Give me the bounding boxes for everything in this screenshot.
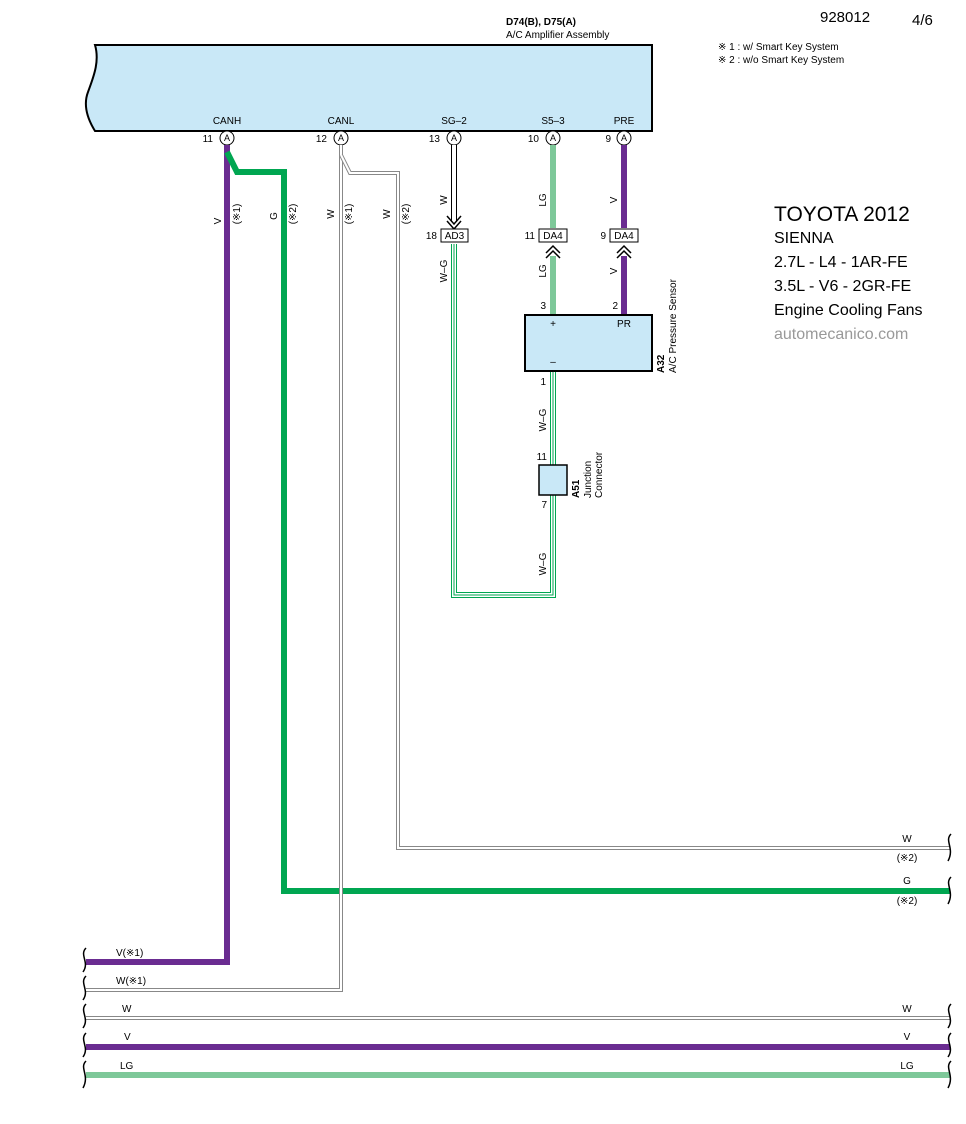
- right-label-g: G: [903, 876, 911, 887]
- label-pre-v-top: V: [609, 196, 620, 203]
- bus-label-v-left: V(※1): [116, 948, 143, 959]
- title-engine-2: 3.5L - V6 - 2GR-FE: [774, 278, 912, 295]
- junction-name-line1: Junction: [583, 461, 594, 498]
- pin-number-13: 13: [429, 134, 441, 145]
- sensor-pin-2: 2: [612, 301, 618, 312]
- sensor-label-plus: +: [550, 319, 556, 330]
- label-sg2-w: W: [439, 195, 450, 205]
- label-canl-w2-note: (※2): [401, 204, 412, 225]
- connector-letter-s53: A: [550, 133, 556, 143]
- label-pre-v-bottom: V: [609, 267, 620, 274]
- terminal-label-s53: S5–3: [541, 116, 565, 127]
- label-canh-g: G: [269, 212, 280, 220]
- footnotes: ※ 1 : w/ Smart Key System ※ 2 : w/o Smar…: [718, 41, 844, 67]
- connector-da4-lg-arrow: [545, 244, 561, 259]
- sensor-label-pr: PR: [617, 319, 631, 330]
- wire-canh-v: [86, 145, 230, 965]
- right-label-w-note: (※2): [897, 853, 918, 864]
- junction-pin-7: 7: [541, 500, 547, 511]
- connector-da4-v-box: [609, 228, 639, 243]
- label-sensor-wg-bottom: W–G: [538, 552, 549, 575]
- bus-label-w-left: W: [122, 1004, 132, 1015]
- pin-number-9: 9: [605, 134, 611, 145]
- junction-name-line2: Connector: [594, 451, 605, 498]
- connector-da4-lg-box: [538, 228, 568, 243]
- sensor-pin-1: 1: [540, 377, 546, 388]
- label-canl-w1-note: (※1): [344, 204, 355, 225]
- bus-label-w-right: W: [902, 1004, 912, 1015]
- junction-connector-box: [538, 464, 568, 496]
- label-canh-v-note: (※1): [232, 204, 243, 225]
- right-label-w: W: [902, 834, 912, 845]
- sensor-id: A32: [656, 354, 667, 373]
- label-s53-lg-bottom: LG: [538, 264, 549, 278]
- title-system: Engine Cooling Fans: [774, 302, 923, 319]
- connector-letter-pre: A: [621, 133, 627, 143]
- terminal-label-sg2: SG–2: [441, 116, 467, 127]
- label-canl-w1: W: [326, 209, 337, 219]
- pin-number-12: 12: [316, 134, 328, 145]
- label-canl-w2: W: [382, 209, 393, 219]
- right-break-marks: [947, 833, 952, 1089]
- label-canh-g-note: (※2): [288, 204, 299, 225]
- junction-id: A51: [571, 479, 582, 498]
- amplifier-box: [84, 44, 653, 132]
- connector-ad3-name: AD3: [445, 231, 465, 242]
- terminal-label-canl: CANL: [328, 116, 355, 127]
- terminal-label-pre: PRE: [614, 116, 635, 127]
- bus-label-w-left-note: W(※1): [116, 976, 146, 987]
- connector-letter-canh: A: [224, 133, 230, 143]
- title-engine-1: 2.7L - L4 - 1AR-FE: [774, 254, 908, 271]
- terminal-label-canh: CANH: [213, 116, 241, 127]
- amplifier-name: A/C Amplifier Assembly: [506, 30, 609, 41]
- footnote-2: ※ 2 : w/o Smart Key System: [718, 55, 845, 66]
- connector-da4-lg-pin: 11: [525, 231, 536, 242]
- connector-da4-lg-name: DA4: [543, 231, 563, 242]
- bus-label-v2-right: V: [904, 1032, 911, 1043]
- right-label-g-note: (※2): [897, 896, 918, 907]
- amplifier-ids: D74(B), D75(A): [506, 17, 576, 28]
- sensor-pin-3: 3: [540, 301, 546, 312]
- bus-label-lg-right: LG: [900, 1061, 914, 1072]
- connector-ad3-box: [440, 228, 469, 243]
- junction-pin-11: 11: [537, 452, 548, 463]
- bus-label-v2-left: V: [124, 1032, 131, 1043]
- wire-canl-w1: [86, 145, 343, 992]
- wire-canh-g: [224, 150, 950, 894]
- connector-letter-canl: A: [338, 133, 344, 143]
- wire-canl-w2: [339, 154, 950, 850]
- connector-da4-v-name: DA4: [614, 231, 634, 242]
- label-s53-lg-top: LG: [538, 193, 549, 207]
- label-canh-v: V: [213, 217, 224, 224]
- connector-da4-v-pin: 9: [600, 231, 606, 242]
- footnote-1: ※ 1 : w/ Smart Key System: [718, 42, 839, 53]
- connector-da4-v-arrow: [616, 244, 632, 259]
- title-model: SIENNA: [774, 230, 834, 247]
- page-number: 4/6: [912, 12, 933, 29]
- pin-number-11: 11: [203, 134, 214, 145]
- connector-ad3-pin: 18: [426, 231, 438, 242]
- label-sg2-wg: W–G: [439, 259, 450, 282]
- connector-letter-sg2: A: [451, 133, 457, 143]
- pressure-sensor-box: [524, 314, 653, 372]
- sensor-label-minus: –: [550, 357, 556, 368]
- sensor-name: A/C Pressure Sensor: [668, 278, 679, 373]
- pin-number-10: 10: [528, 134, 540, 145]
- title-block: TOYOTA 2012 SIENNA 2.7L - L4 - 1AR-FE 3.…: [774, 203, 923, 347]
- label-sensor-wg-top: W–G: [538, 408, 549, 431]
- document-number: 928012: [820, 9, 871, 26]
- title-make-year: TOYOTA 2012: [774, 203, 910, 226]
- bus-label-lg-left: LG: [120, 1061, 134, 1072]
- left-break-marks: [82, 947, 87, 1089]
- title-site: automecanico.com: [774, 326, 909, 343]
